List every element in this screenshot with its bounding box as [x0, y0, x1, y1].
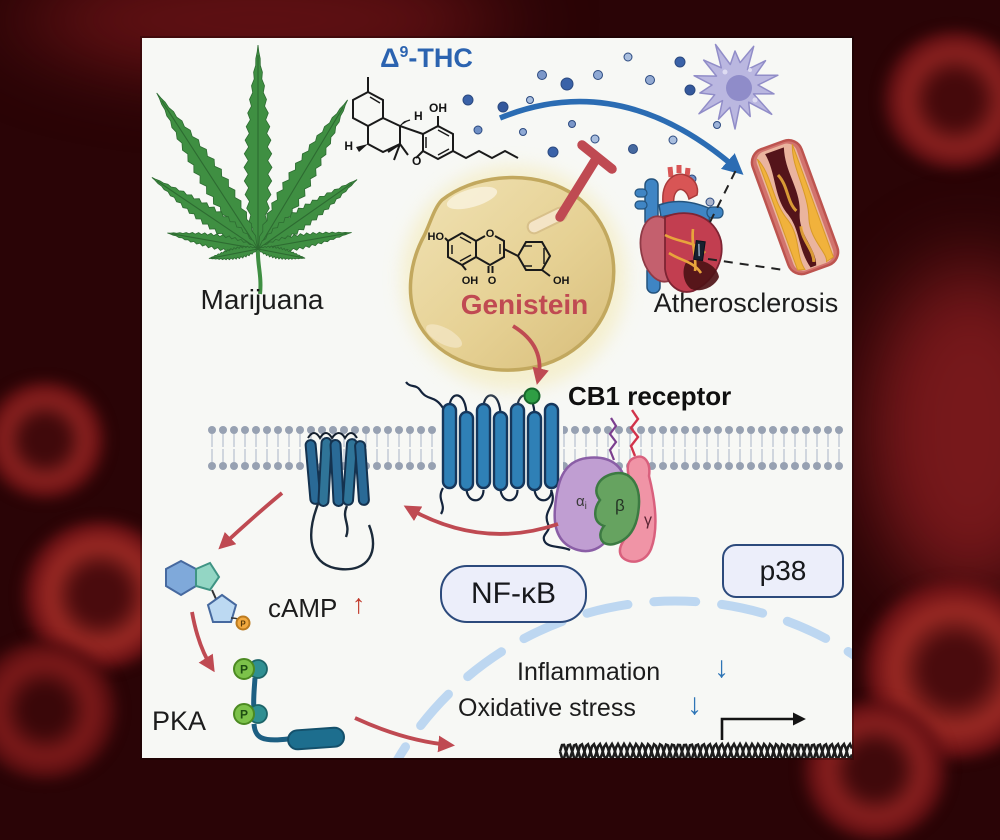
thc-o-label: O	[412, 154, 421, 168]
genistein-ho-label: HO	[428, 231, 445, 243]
marijuana-label: Marijuana	[192, 284, 332, 316]
camp-phosphate-label: P	[240, 620, 246, 629]
p38-label: p38	[760, 555, 807, 587]
nfkb-box: NF-κB	[440, 565, 587, 623]
oxidative-down-arrow: ↓	[687, 688, 702, 722]
oxidative-stress-label: Oxidative stress	[458, 694, 636, 723]
genistein-oh5-label: OH	[462, 275, 479, 287]
camp-to-pka-arrow	[192, 612, 212, 668]
thc-rest: -THC	[408, 43, 472, 73]
cb1-receptor-label: CB1 receptor	[568, 381, 731, 412]
pka-label: PKA	[152, 706, 206, 737]
camp-label: cAMP	[268, 593, 337, 624]
ac-to-camp-arrow	[222, 493, 282, 546]
inflammation-down-arrow: ↓	[714, 651, 729, 685]
blood-cell	[0, 380, 110, 500]
camp-molecule: P	[166, 561, 250, 630]
marijuana-leaf	[152, 45, 357, 260]
thc-oh-label: OH	[429, 101, 447, 115]
alpha-lipid-anchor	[610, 418, 616, 460]
pka-phosphate2-label: P	[240, 708, 248, 722]
genistein-soybean	[402, 166, 626, 390]
genistein-ring-o-label: O	[486, 228, 495, 240]
pka-to-nucleus-arrow	[355, 718, 450, 745]
adenylyl-cyclase	[305, 433, 373, 569]
pka-phosphate1-label: P	[240, 663, 248, 677]
genistein-carbonyl-o-label: O	[488, 275, 497, 287]
figure-art: αi β γ HO O OH O OH	[142, 38, 852, 758]
atherosclerotic-vessel-icon	[748, 136, 842, 278]
thc-h2-label: H	[344, 139, 353, 153]
p38-box: p38	[722, 544, 844, 598]
thc-h1-label: H	[414, 109, 423, 123]
pka-molecule: P P	[234, 659, 345, 750]
figure-canvas: αi β γ HO O OH O OH	[142, 38, 852, 758]
g-beta-label: β	[615, 496, 625, 515]
nfkb-label: NF-κB	[471, 577, 556, 611]
genistein-oh4-label: OH	[553, 275, 570, 287]
ligand-dot	[525, 389, 540, 404]
inflammation-label: Inflammation	[517, 658, 660, 687]
macrophage-cell-icon	[694, 45, 778, 130]
camp-up-arrow: ↑	[352, 589, 366, 620]
receptor-to-ac-arrow	[408, 508, 558, 534]
heart-icon	[635, 165, 723, 293]
transcription-arrow	[722, 719, 802, 740]
thc-delta: Δ	[380, 43, 399, 73]
g-gamma-label: γ	[644, 512, 652, 529]
blood-cell	[880, 30, 1000, 170]
genistein-label: Genistein	[447, 289, 602, 321]
g-protein: αi β γ	[555, 457, 656, 562]
atherosclerosis-label: Atherosclerosis	[632, 288, 852, 319]
thc-structure: OH H H O	[344, 77, 518, 168]
thc-title: Δ9-THC	[364, 43, 489, 74]
blood-glow	[840, 220, 1000, 640]
